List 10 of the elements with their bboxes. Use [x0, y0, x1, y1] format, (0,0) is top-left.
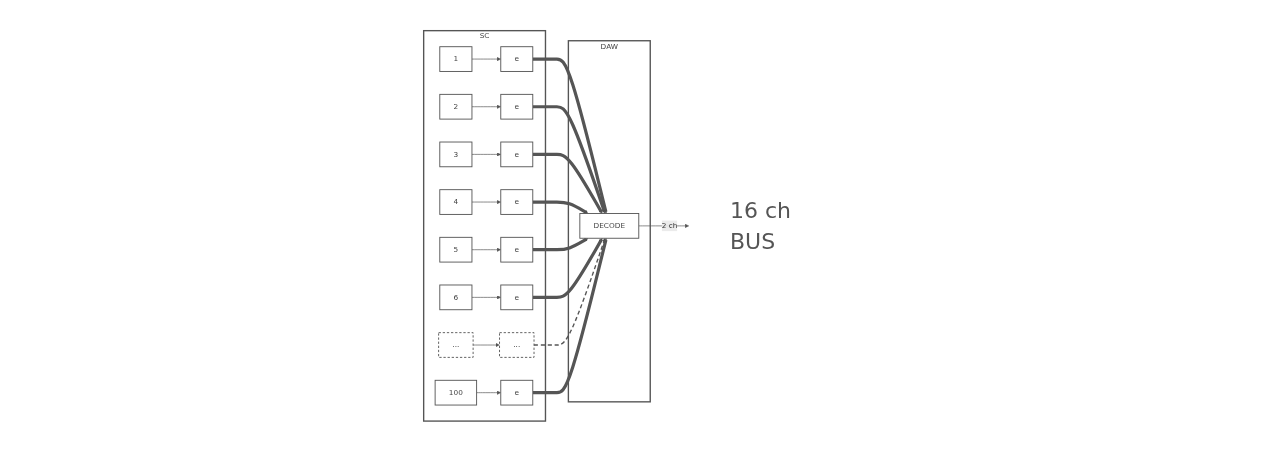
arrow: [532, 57, 608, 214]
arrow: [532, 104, 606, 214]
arrow: [532, 237, 603, 299]
arrow: [533, 237, 606, 346]
arrow: [532, 237, 608, 394]
arrow: [532, 152, 603, 214]
arrow: [532, 237, 589, 251]
arrow: [532, 200, 589, 214]
bus-label: BUS: [730, 228, 777, 254]
bus-label: 16 ch: [730, 197, 792, 223]
